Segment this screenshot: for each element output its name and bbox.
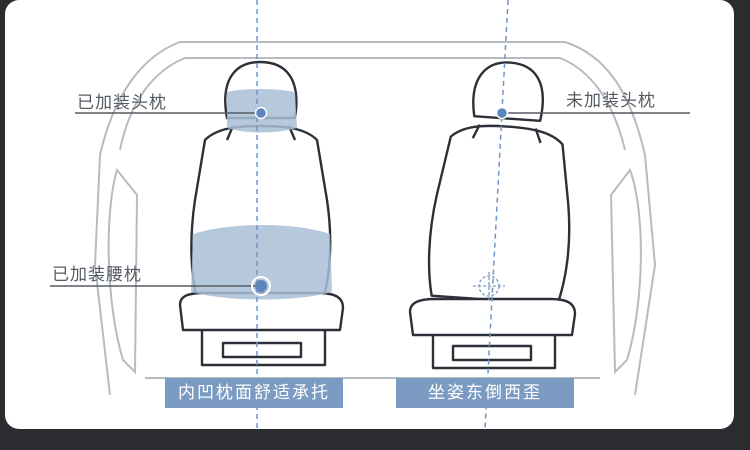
right-seat — [426, 58, 581, 305]
illustration-panel: 已加装头枕 未加装头枕 已加装腰枕 内凹枕面舒适承托 坐姿东倒西歪 — [5, 0, 734, 429]
right-headrest-marker — [497, 108, 508, 119]
car-seat-diagram — [5, 0, 734, 429]
right-headrest-label: 未加装头枕 — [566, 86, 656, 111]
left-caption: 内凹枕面舒适承托 — [165, 378, 343, 408]
left-lumbar-label: 已加装腰枕 — [52, 260, 142, 285]
right-seat-base — [410, 299, 575, 368]
right-caption: 坐姿东倒西歪 — [396, 378, 574, 408]
left-headrest-marker — [256, 108, 267, 119]
left-headrest-label: 已加装头枕 — [77, 88, 167, 113]
